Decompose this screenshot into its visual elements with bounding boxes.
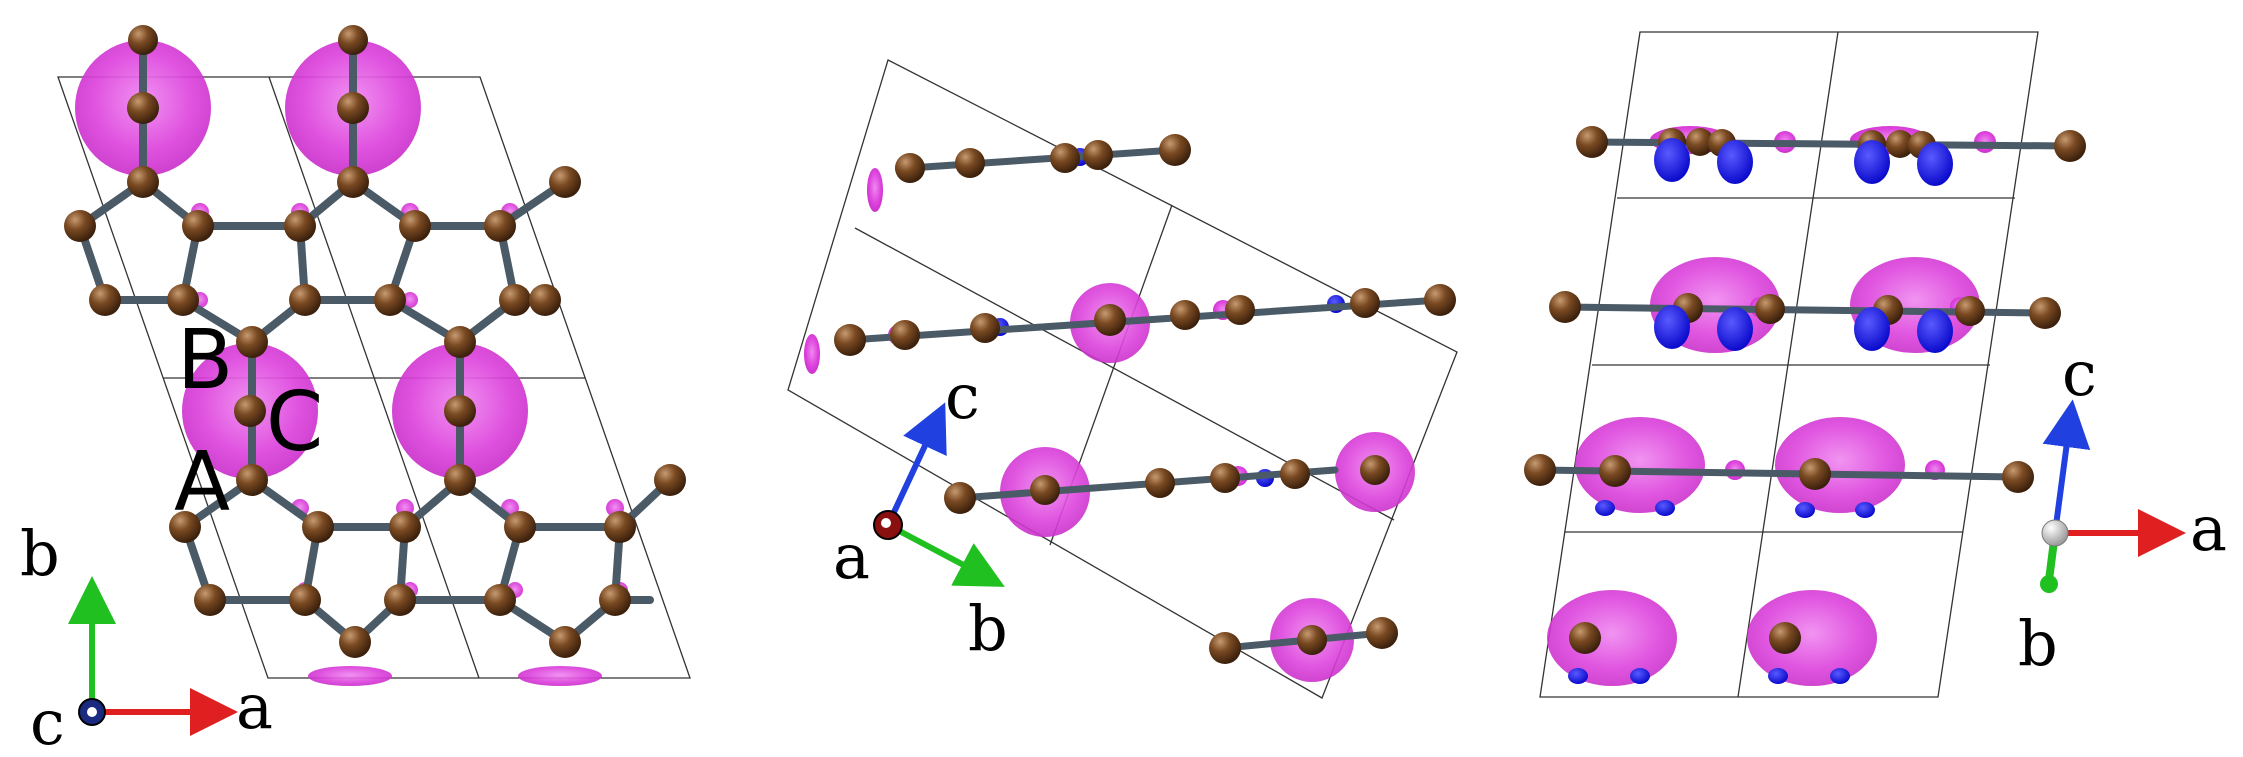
axis-label-a: a xyxy=(2190,492,2227,565)
axis-label-b: b xyxy=(2018,607,2058,680)
site-label-c: C xyxy=(266,375,323,470)
panel-view-along-c: B C A b a c xyxy=(20,25,691,757)
axis-triad-panel-2: c a b xyxy=(833,360,1008,665)
spin-density-negative-lobes xyxy=(1568,138,1953,684)
axis-triad-panel-1: b a c xyxy=(20,517,273,757)
axis-origin xyxy=(2041,519,2069,547)
site-label-a: A xyxy=(174,435,230,530)
carbon-atoms xyxy=(64,25,686,658)
axis-b-arrow xyxy=(886,522,1005,587)
axis-label-b: b xyxy=(968,592,1008,665)
axis-c-arrow xyxy=(885,402,947,527)
panel-view-along-a: c a b xyxy=(787,59,1458,699)
spin-density-lobes xyxy=(804,148,1415,682)
bonds xyxy=(846,146,1444,652)
axis-label-a: a xyxy=(833,520,870,593)
spin-density-lobes xyxy=(1547,126,1996,686)
axis-c-arrow xyxy=(2042,399,2091,534)
site-label-b: B xyxy=(177,313,233,408)
axis-label-c: c xyxy=(945,360,980,433)
axis-triad-panel-3: c a b xyxy=(2018,337,2227,680)
axis-label-a: a xyxy=(236,670,273,743)
axis-label-c: c xyxy=(2062,337,2097,410)
carbon-atoms xyxy=(1524,126,2086,654)
axis-label-b: b xyxy=(20,517,60,590)
panel-view-along-b: c a b xyxy=(1524,31,2227,698)
axis-label-c: c xyxy=(30,686,65,757)
carbon-atoms xyxy=(834,134,1456,664)
